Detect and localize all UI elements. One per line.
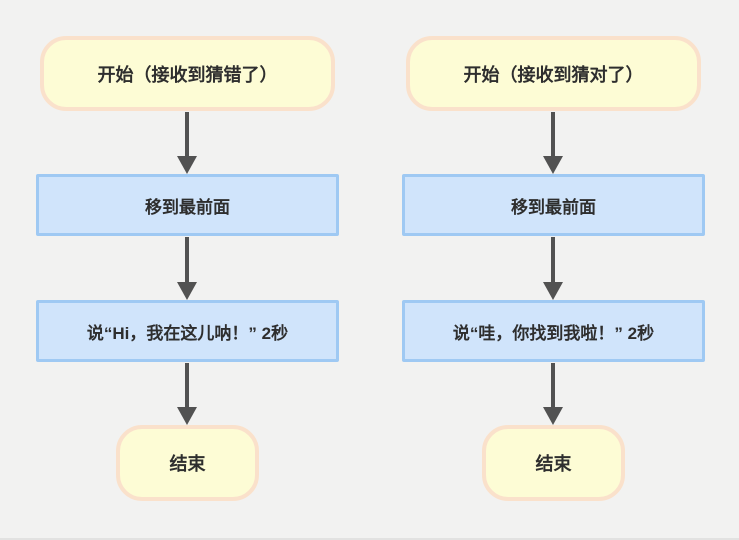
arrowhead-icon [543, 282, 563, 300]
arrow-down-icon [177, 237, 197, 300]
arrow-shaft [185, 112, 189, 156]
arrow-shaft [551, 237, 555, 282]
arrow-down-icon [177, 112, 197, 174]
process-node-say: 说“Hi，我在这儿呐！” 2秒 [36, 300, 339, 362]
arrow-down-icon [177, 363, 197, 425]
arrow-down-icon [543, 112, 563, 174]
arrowhead-icon [177, 282, 197, 300]
process-node-say: 说“哇，你找到我啦！” 2秒 [402, 300, 705, 362]
arrow-down-icon [543, 237, 563, 300]
arrow-down-icon [543, 363, 563, 425]
flowchart-guessed-wrong: 开始（接收到猜错了） 移到最前面 说“Hi，我在这儿呐！” 2秒 结束 [36, 0, 339, 540]
start-terminal-node: 开始（接收到猜错了） [40, 36, 335, 111]
arrow-shaft [551, 112, 555, 156]
end-terminal-node: 结束 [482, 425, 625, 501]
arrow-shaft [185, 237, 189, 282]
arrowhead-icon [177, 156, 197, 174]
process-node-move-to-front: 移到最前面 [402, 174, 705, 236]
arrow-shaft [551, 363, 555, 407]
end-terminal-node: 结束 [116, 425, 259, 501]
arrowhead-icon [177, 407, 197, 425]
arrowhead-icon [543, 407, 563, 425]
start-terminal-node: 开始（接收到猜对了） [406, 36, 701, 111]
arrow-shaft [185, 363, 189, 407]
flowchart-guessed-right: 开始（接收到猜对了） 移到最前面 说“哇，你找到我啦！” 2秒 结束 [402, 0, 705, 540]
process-node-move-to-front: 移到最前面 [36, 174, 339, 236]
arrowhead-icon [543, 156, 563, 174]
